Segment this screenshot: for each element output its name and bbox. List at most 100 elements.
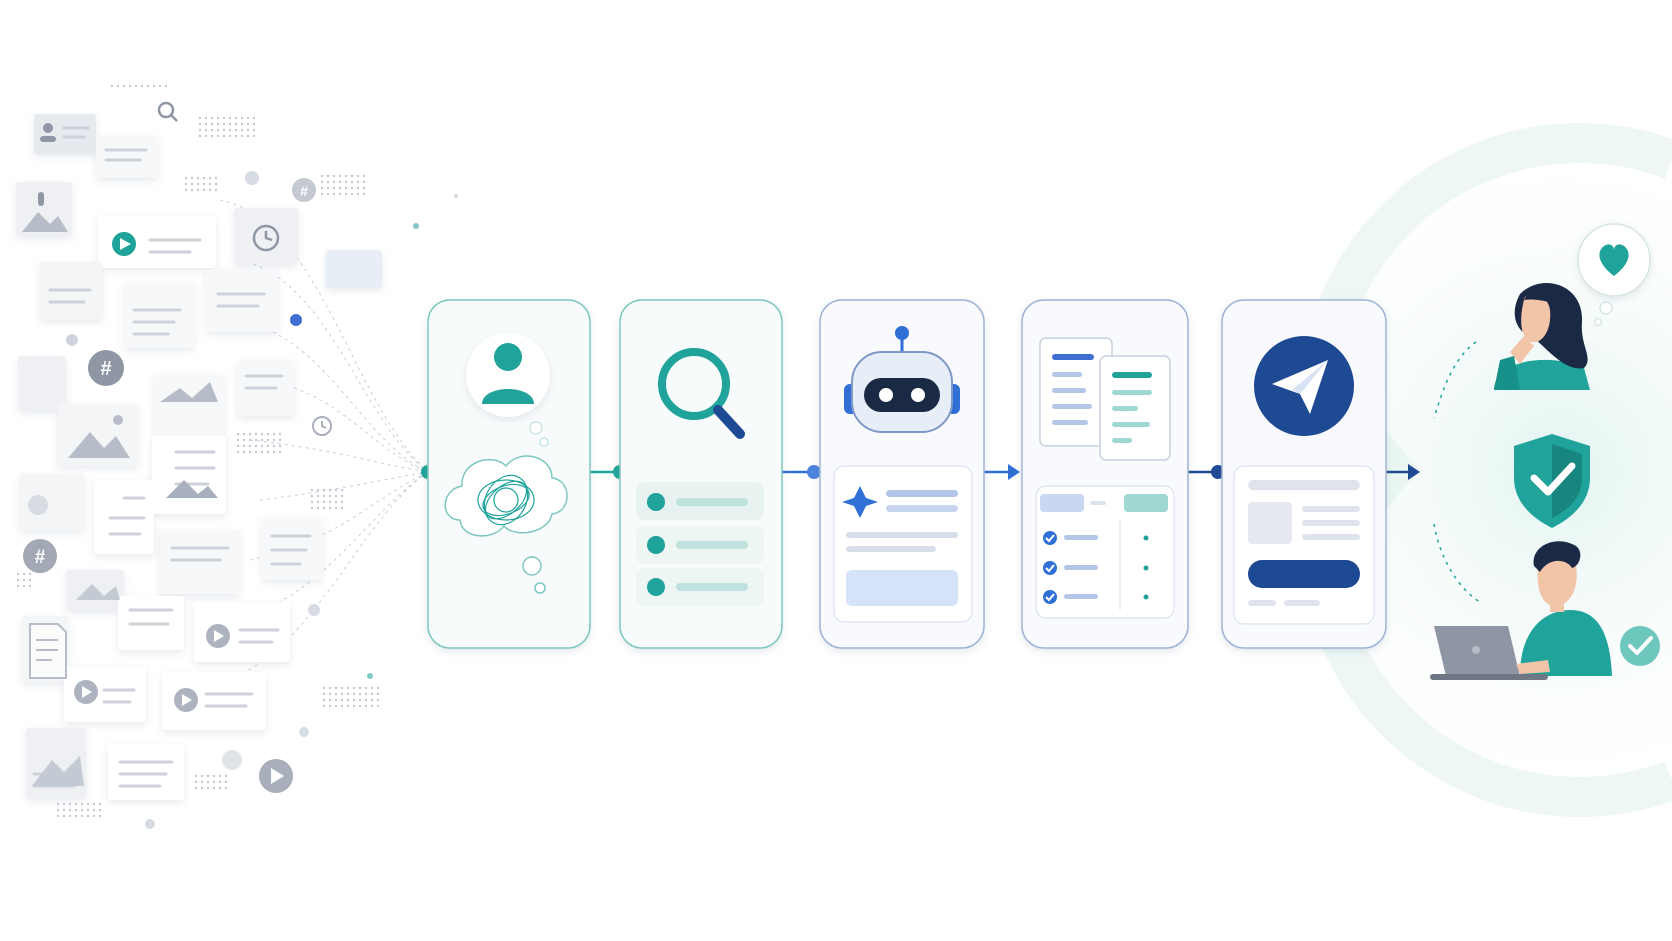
grid-dot <box>340 494 344 498</box>
grid-dot <box>202 188 206 192</box>
grid-dot <box>116 84 120 88</box>
grid-dot <box>252 122 256 126</box>
grid-dot <box>56 802 60 806</box>
grid-dot <box>322 698 326 702</box>
grid-dot <box>210 128 214 132</box>
grid-dot <box>190 188 194 192</box>
grid-dot <box>68 802 72 806</box>
grid-dot <box>208 188 212 192</box>
grid-dot <box>184 188 188 192</box>
thought-cloud-icon <box>444 421 568 594</box>
grid-dot <box>328 488 332 492</box>
grid-dot <box>316 500 320 504</box>
grid-dot <box>242 438 246 442</box>
grid-dot <box>334 698 338 702</box>
grid-dot <box>260 438 264 442</box>
grid-dot <box>236 450 240 454</box>
grid-dot <box>210 116 214 120</box>
grid-dot <box>62 814 66 818</box>
grid-dot <box>358 704 362 708</box>
grid-dot <box>200 774 204 778</box>
grid-dot <box>352 698 356 702</box>
grid-dot <box>316 488 320 492</box>
grid-dot <box>254 438 258 442</box>
grid-dot <box>240 128 244 132</box>
grid-dot <box>350 174 354 178</box>
grid-dot <box>322 494 326 498</box>
grid-dot <box>358 698 362 702</box>
grid-dot <box>328 692 332 696</box>
grid-dot <box>222 116 226 120</box>
grid-dot <box>346 692 350 696</box>
grid-dot <box>328 686 332 690</box>
grid-dot <box>202 182 206 186</box>
grid-dot <box>328 494 332 498</box>
grid-dot <box>224 786 228 790</box>
grid-dot <box>80 802 84 806</box>
hashtag-icon: # # # <box>23 178 316 573</box>
grid-dot <box>364 692 368 696</box>
grid-dot <box>56 814 60 818</box>
grid-dot <box>210 134 214 138</box>
grid-dot <box>272 444 276 448</box>
grid-dot <box>190 182 194 186</box>
grid-dot <box>254 444 258 448</box>
grid-dot <box>16 572 20 576</box>
grid-dot <box>364 704 368 708</box>
stage-send <box>1221 299 1387 649</box>
grid-dot <box>278 432 282 436</box>
grid-dot <box>322 692 326 696</box>
grid-dot <box>356 192 360 196</box>
grid-dot <box>326 192 330 196</box>
grid-dot <box>334 494 338 498</box>
grid-dot <box>158 84 162 88</box>
grid-dot <box>80 808 84 812</box>
grid-dot <box>350 180 354 184</box>
robot-icon <box>844 326 960 433</box>
grid-dot <box>362 180 366 184</box>
grid-dot <box>340 686 344 690</box>
grid-dot <box>376 686 380 690</box>
grid-dot <box>212 780 216 784</box>
grid-dot <box>204 116 208 120</box>
grid-dot <box>370 686 374 690</box>
grid-dot <box>334 488 338 492</box>
grid-dot <box>338 180 342 184</box>
grid-dot <box>198 122 202 126</box>
grid-dot <box>98 808 102 812</box>
grid-dot <box>322 704 326 708</box>
grid-dot <box>74 802 78 806</box>
grid-dot <box>122 84 126 88</box>
data-sources: # # # <box>16 101 458 829</box>
grid-dot <box>80 814 84 818</box>
grid-dot <box>248 450 252 454</box>
grid-dot <box>272 438 276 442</box>
play-icon <box>74 624 293 793</box>
grid-dot <box>200 780 204 784</box>
grid-dot <box>86 814 90 818</box>
grid-dot <box>356 186 360 190</box>
grid-dot <box>328 698 332 702</box>
grid-dot <box>260 432 264 436</box>
grid-dot <box>352 686 356 690</box>
grid-dot <box>202 176 206 180</box>
grid-dot <box>184 176 188 180</box>
grid-dot <box>228 116 232 120</box>
grid-dot <box>62 808 66 812</box>
grid-dot <box>216 116 220 120</box>
grid-dot <box>328 500 332 504</box>
paper-plane-icon <box>1254 336 1354 436</box>
grid-dot <box>358 692 362 696</box>
grid-dot <box>364 698 368 702</box>
grid-dot <box>322 506 326 510</box>
grid-dot <box>74 808 78 812</box>
grid-dot <box>134 84 138 88</box>
grid-dot <box>332 192 336 196</box>
grid-dot <box>340 506 344 510</box>
grid-dot <box>376 692 380 696</box>
grid-dot <box>216 128 220 132</box>
grid-dot <box>206 774 210 778</box>
grid-dot <box>92 814 96 818</box>
grid-dot <box>56 808 60 812</box>
grid-dot <box>240 122 244 126</box>
